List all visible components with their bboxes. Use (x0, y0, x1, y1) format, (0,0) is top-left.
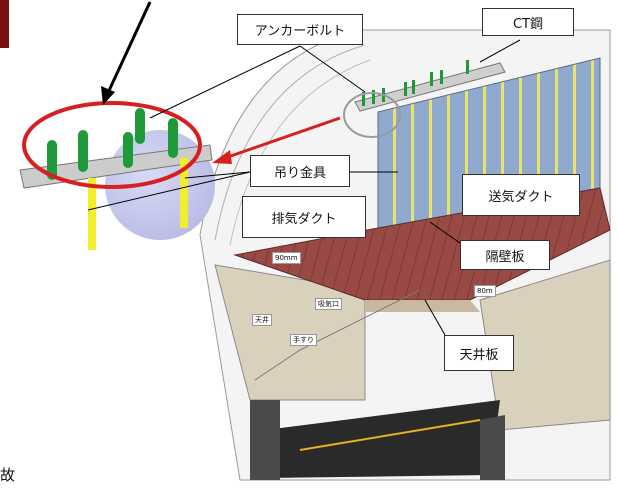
intake-label: 吸気口 (315, 298, 342, 310)
partition-plate-label: 隔壁板 (460, 240, 550, 270)
handrail-label: 手すり (290, 334, 317, 346)
ceiling-edge (365, 300, 480, 312)
red-arrowhead (212, 150, 232, 164)
red-arrow-line (224, 116, 341, 160)
hanger-fitting-label: 吊り金具 (250, 155, 350, 187)
road (265, 400, 500, 478)
tunnel-arc-inner (229, 59, 371, 246)
anchor-bolt-label: アンカーボルト (237, 14, 363, 45)
exhaust-duct-label: 排気ダクト (242, 196, 366, 238)
dim-90mm-label: 90mm (272, 252, 301, 264)
tunnel-arc (214, 44, 366, 241)
ct-steel-label: CT鋼 (482, 8, 574, 36)
handrail (254, 289, 421, 381)
right-curb (480, 415, 505, 480)
pointer-line (105, 1, 152, 96)
supply-duct-label: 送気ダクト (462, 174, 580, 216)
detail-beam (19, 144, 213, 189)
dim-80m-label: 80m (474, 285, 496, 297)
ceiling-plate-label: 天井板 (444, 335, 514, 371)
road-center-line (299, 419, 481, 451)
detail-hangers (88, 158, 188, 250)
right-wall (479, 259, 611, 431)
corner-fragment (0, 0, 9, 48)
ceiling-small-label: 天井 (252, 314, 272, 326)
detail-highlight (22, 101, 202, 189)
left-curb (250, 400, 280, 480)
pointer-arrowhead (101, 86, 115, 105)
bottom-left-fragment: 故 (0, 466, 16, 484)
leader-lines (87, 39, 521, 336)
beam-highlight (343, 92, 401, 138)
detail-bolts (47, 108, 178, 180)
